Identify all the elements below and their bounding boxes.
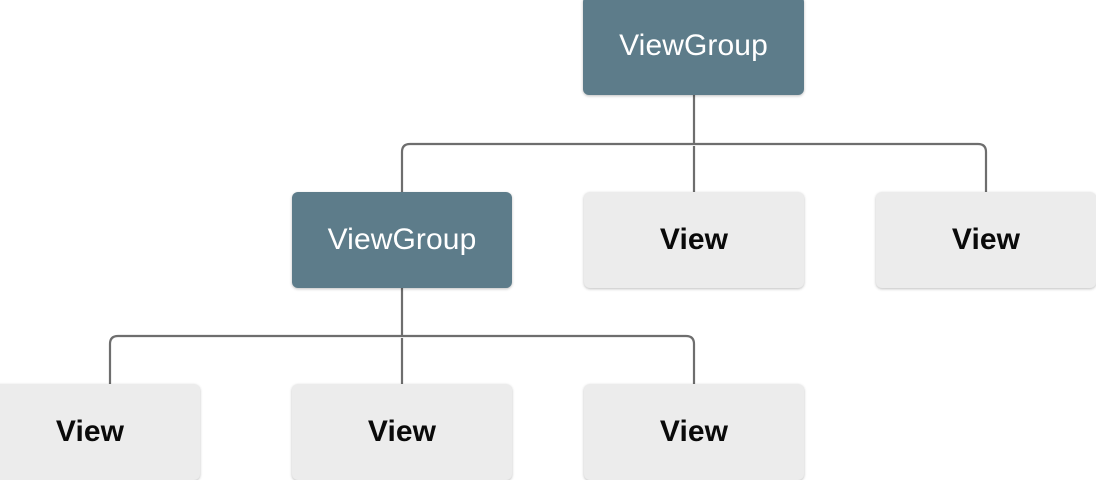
node-label: View: [951, 223, 1021, 256]
connector-elbow-level2-right: [685, 334, 696, 384]
node-level1-view-1[interactable]: View: [584, 192, 804, 288]
node-label: View: [367, 415, 437, 448]
node-label: ViewGroup: [619, 28, 768, 62]
connector-elbow-level1-right: [977, 142, 988, 192]
node-level2-view-1[interactable]: View: [0, 384, 200, 480]
node-level2-view-2[interactable]: View: [292, 384, 512, 480]
node-label: ViewGroup: [327, 223, 477, 256]
node-label: View: [659, 415, 729, 448]
node-level1-viewgroup[interactable]: ViewGroup: [292, 192, 512, 288]
connector-elbow-level2-left: [108, 334, 119, 384]
node-label: View: [659, 223, 729, 256]
connector-elbow-level1-left: [400, 142, 411, 192]
node-label: View: [55, 415, 125, 448]
node-root-viewgroup[interactable]: ViewGroup: [583, 0, 804, 95]
node-level1-view-2[interactable]: View: [876, 192, 1096, 288]
node-level2-view-3[interactable]: View: [584, 384, 804, 480]
